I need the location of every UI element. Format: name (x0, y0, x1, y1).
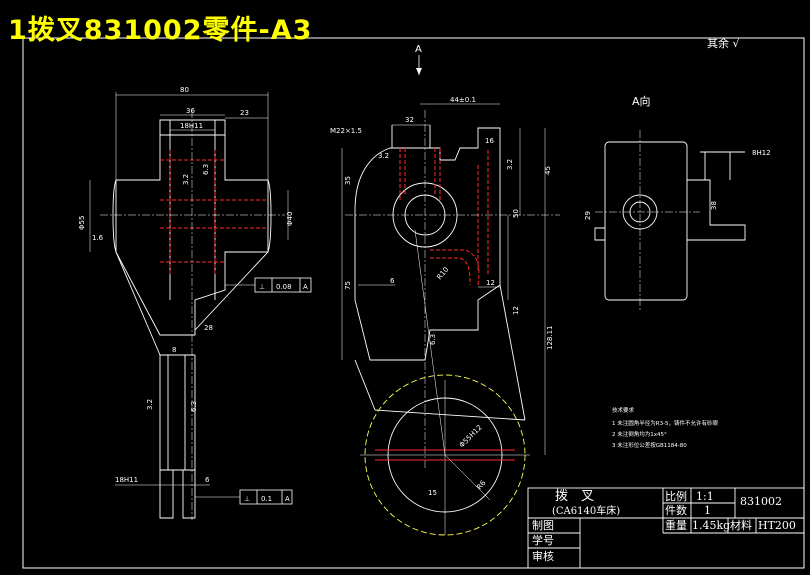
dim-overall-width: 80 (180, 86, 189, 94)
tb-part-number: 831002 (740, 495, 782, 508)
roughness-6: 3.2 (378, 152, 389, 160)
notes-heading: 技术要求 (612, 406, 635, 414)
tolerance-frame-2: ⊥ 0.1 A (195, 489, 293, 505)
dim-29: 29 (584, 211, 592, 220)
dim-m22: M22×1.5 (330, 127, 362, 135)
tol1-value: 0.08 (276, 283, 292, 291)
note-1: 1 未注圆角半径为R3-5，铸件不允许有砂眼 (612, 419, 719, 427)
dim-38: 38 (710, 201, 718, 210)
dim-35: 35 (344, 176, 352, 185)
tolerance-frame-1: ⊥ 0.08 A (225, 277, 312, 293)
tb-material-label: 材料 (730, 518, 752, 532)
dim-128: 128.11 (546, 326, 554, 351)
tb-quantity-label: 件数 (665, 504, 687, 517)
dim-8h12: 8H12 (752, 149, 771, 157)
tb-part-name: 拨 叉 (555, 489, 594, 504)
front-view (112, 119, 272, 519)
tb-drawn-label: 制图 (532, 519, 554, 532)
section-arrow-a: A (415, 44, 422, 75)
dim-45: 45 (544, 166, 552, 175)
roughness-7: 3.2 (506, 159, 514, 170)
dim-6: 6 (390, 277, 395, 285)
dim-6b: 6 (205, 476, 210, 484)
section-label-a: A (415, 44, 422, 55)
roughness-rest: 其余 √ (707, 36, 740, 50)
section-view-dims (341, 103, 546, 455)
dim-18h11-top: 18H11 (180, 122, 203, 130)
drawing-border (22, 37, 805, 569)
dim-phi55h12: Φ55H12 (458, 424, 484, 450)
fork-circle-view (360, 229, 530, 536)
dim-8: 8 (172, 346, 176, 354)
tol1-symbol: ⊥ (259, 283, 265, 291)
tb-scale-value: 1:1 (696, 490, 714, 503)
roughness-2: 6.3 (202, 164, 210, 175)
tb-material-value: HT200 (758, 519, 796, 532)
tol2-value: 0.1 (261, 495, 272, 503)
tol1-datum: A (303, 283, 308, 291)
roughness-4: 3.2 (146, 399, 154, 410)
dim-12b: 12 (512, 306, 520, 315)
section-view-hidden (399, 148, 489, 286)
roughness-8: 6.3 (429, 334, 437, 345)
section-view-centerlines (345, 110, 560, 470)
roughness-3: 1.6 (92, 234, 104, 242)
view-a (594, 141, 746, 301)
front-view-hidden (160, 150, 268, 275)
view-a-label: A向 (632, 94, 651, 108)
dim-23: 23 (240, 109, 249, 117)
tol2-datum: A (285, 495, 290, 503)
roughness-5: 6.3 (190, 401, 198, 412)
dim-32: 32 (405, 116, 414, 124)
tb-weight-label: 重量 (665, 518, 687, 532)
dim-44: 44±0.1 (450, 96, 476, 104)
roughness-1: 3.2 (182, 174, 190, 185)
tb-weight-value: 1.45kg (692, 519, 730, 532)
tb-checked-label: 审核 (532, 549, 554, 563)
dim-28: 28 (204, 324, 213, 332)
tb-machine: (CA6140车床) (552, 504, 620, 517)
dim-r6: R6 (475, 479, 487, 492)
tol2-symbol: ⊥ (244, 495, 250, 503)
dim-50: 50 (512, 209, 520, 218)
dim-75: 75 (344, 281, 352, 290)
note-2: 2 未注倒角均为1x45° (612, 430, 667, 438)
page-title: 1拨叉831002零件-A3 (8, 15, 313, 46)
dim-r10: R10 (435, 266, 450, 282)
dim-15: 15 (428, 489, 437, 497)
dim-phi40: Φ40 (286, 212, 294, 226)
front-view-centerlines (100, 110, 285, 520)
view-a-centerlines (595, 130, 700, 310)
dim-18h11-bottom: 18H11 (115, 476, 138, 484)
tb-scale-label: 比例 (665, 489, 687, 503)
title-block (527, 487, 805, 569)
dim-12: 12 (486, 279, 495, 287)
tb-quantity-value: 1 (704, 504, 711, 517)
front-view-dims (89, 92, 289, 486)
dim-16: 16 (485, 137, 494, 145)
dim-phi55: Φ55 (78, 216, 86, 230)
note-3: 3 未注形位公差按GB1184-80 (612, 441, 687, 449)
dim-36: 36 (186, 107, 195, 115)
tb-student-label: 学号 (532, 533, 554, 547)
